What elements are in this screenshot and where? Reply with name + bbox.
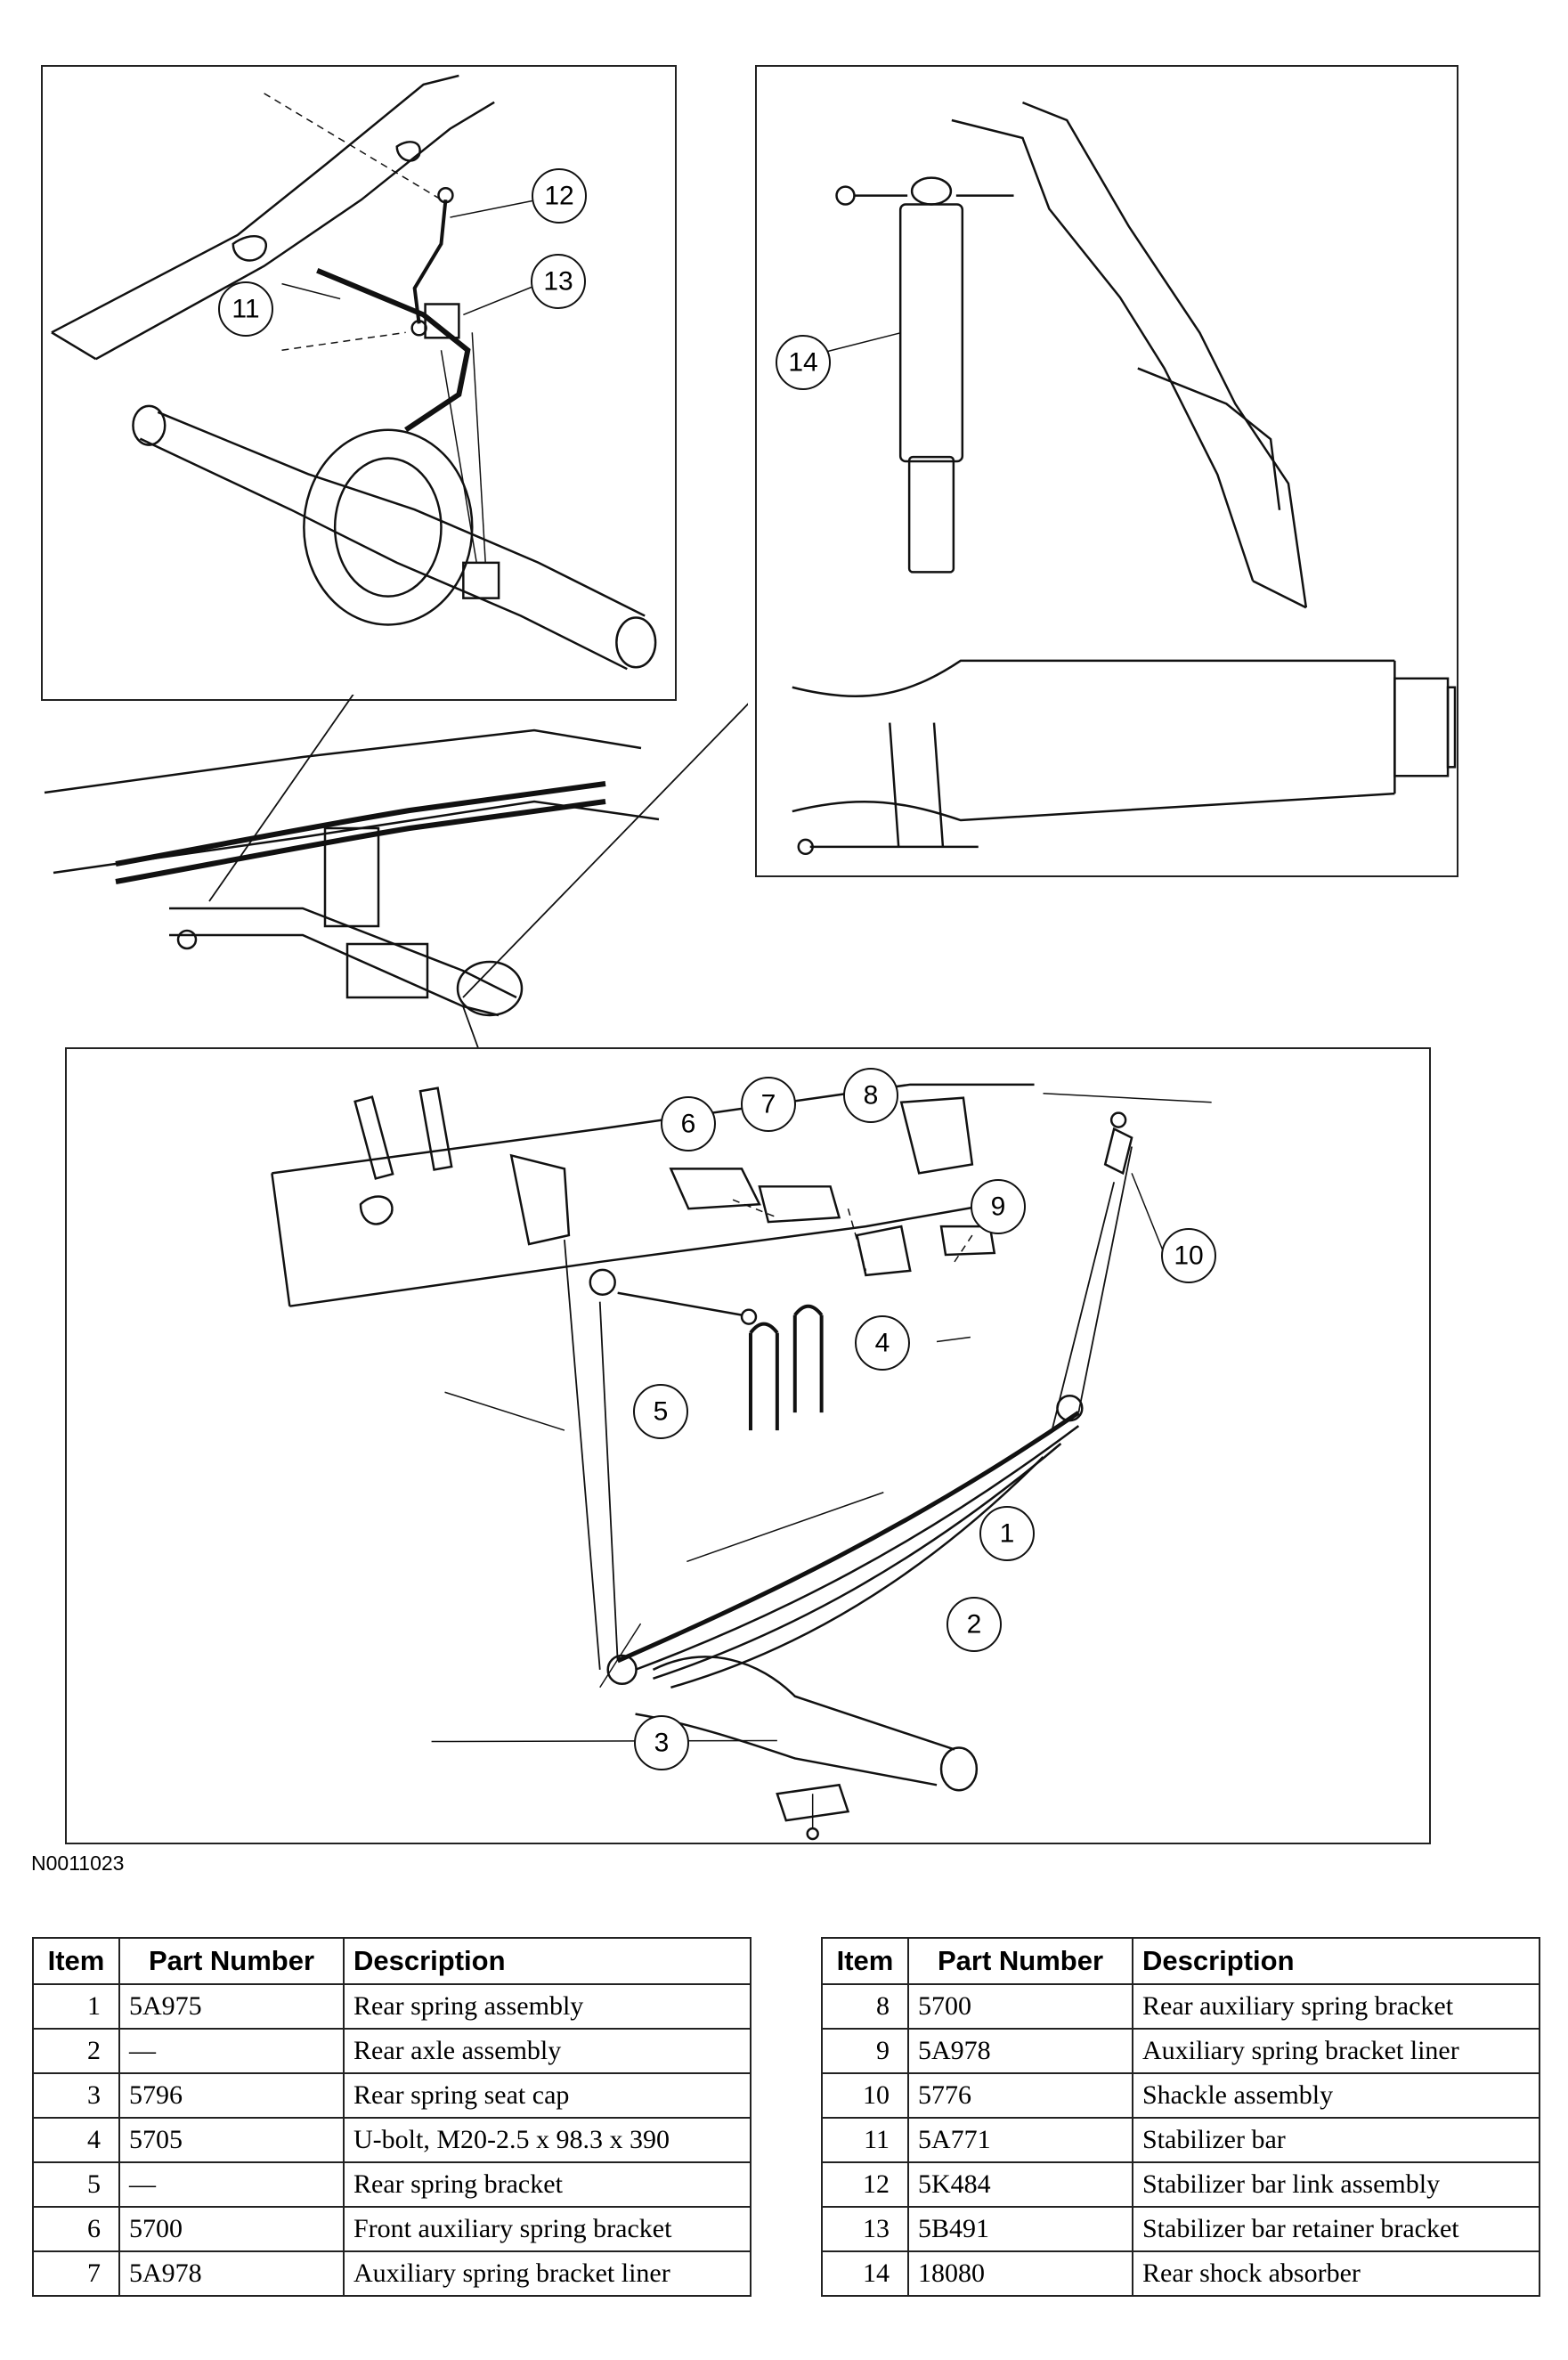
cell-part-number: 5705 — [118, 2117, 345, 2163]
cell-part-number: 5A978 — [118, 2250, 345, 2297]
table-row: 2—Rear axle assembly — [32, 2028, 752, 2074]
cell-description: Shackle assembly — [1132, 2072, 1540, 2119]
cell-item: 14 — [821, 2250, 909, 2297]
cell-description: Rear axle assembly — [343, 2028, 752, 2074]
shock-absorber-detail-panel — [755, 65, 1458, 877]
cell-description: Front auxiliary spring bracket — [343, 2206, 752, 2252]
cell-description: Rear spring seat cap — [343, 2072, 752, 2119]
cell-description: Stabilizer bar — [1132, 2117, 1540, 2163]
cell-item: 2 — [32, 2028, 120, 2074]
figure-id: N0011023 — [31, 1851, 125, 1875]
cell-item: 6 — [32, 2206, 120, 2252]
cell-part-number: 5796 — [118, 2072, 345, 2119]
column-header-item: Item — [32, 1937, 120, 1985]
cell-item: 10 — [821, 2072, 909, 2119]
cell-description: Stabilizer bar link assembly — [1132, 2161, 1540, 2208]
cell-part-number: — — [118, 2161, 345, 2208]
cell-item: 9 — [821, 2028, 909, 2074]
overview-illustration — [44, 695, 748, 1056]
shock-absorber-detail-illustration — [792, 101, 1457, 856]
stabilizer-detail-panel — [41, 65, 677, 701]
cell-part-number: 5K484 — [907, 2161, 1133, 2208]
cell-description: Auxiliary spring bracket liner — [343, 2250, 752, 2297]
cell-item: 5 — [32, 2161, 120, 2208]
cell-part-number: 5A771 — [907, 2117, 1133, 2163]
cell-part-number: 5700 — [118, 2206, 345, 2252]
column-header-part-number: Part Number — [907, 1937, 1133, 1985]
cell-item: 7 — [32, 2250, 120, 2297]
cell-part-number: 18080 — [907, 2250, 1133, 2297]
cell-part-number: — — [118, 2028, 345, 2074]
cell-item: 3 — [32, 2072, 120, 2119]
cell-description: Rear shock absorber — [1132, 2250, 1540, 2297]
cell-description: Auxiliary spring bracket liner — [1132, 2028, 1540, 2074]
cell-description: Rear spring assembly — [343, 1983, 752, 2030]
cell-description: Stabilizer bar retainer bracket — [1132, 2206, 1540, 2252]
table-header-row: Item Part Number Description — [821, 1937, 1540, 1985]
cell-item: 13 — [821, 2206, 909, 2252]
table-header-row: Item Part Number Description — [32, 1937, 752, 1985]
cell-description: U-bolt, M20-2.5 x 98.3 x 390 — [343, 2117, 752, 2163]
cell-description: Rear spring bracket — [343, 2161, 752, 2208]
stabilizer-detail-illustration — [51, 74, 657, 671]
cell-description: Rear auxiliary spring bracket — [1132, 1983, 1540, 2030]
cell-part-number: 5776 — [907, 2072, 1133, 2119]
cell-part-number: 5A978 — [907, 2028, 1133, 2074]
cell-item: 1 — [32, 1983, 120, 2030]
column-header-item: Item — [821, 1937, 909, 1985]
cell-part-number: 5A975 — [118, 1983, 345, 2030]
cell-item: 4 — [32, 2117, 120, 2163]
column-header-part-number: Part Number — [118, 1937, 345, 1985]
cell-part-number: 5B491 — [907, 2206, 1133, 2252]
rear-suspension-exploded-panel — [65, 1047, 1431, 1844]
column-header-description: Description — [343, 1937, 752, 1985]
rear-suspension-exploded-illustration — [271, 1083, 1212, 1841]
cell-item: 11 — [821, 2117, 909, 2163]
column-header-description: Description — [1132, 1937, 1540, 1985]
cell-item: 12 — [821, 2161, 909, 2208]
table-row: 5—Rear spring bracket — [32, 2161, 752, 2208]
cell-item: 8 — [821, 1983, 909, 2030]
cell-part-number: 5700 — [907, 1983, 1133, 2030]
